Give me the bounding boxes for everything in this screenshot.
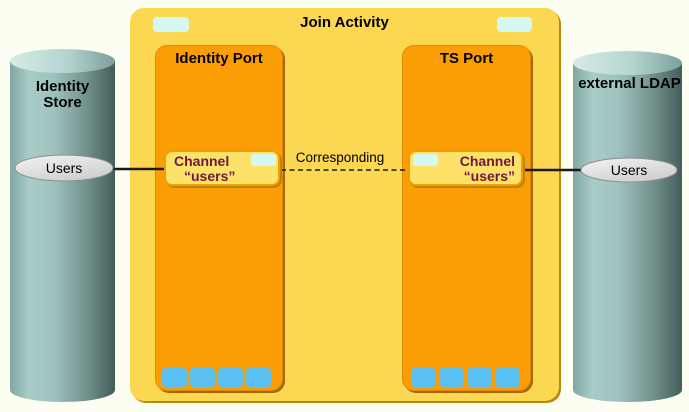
ts-port-title: TS Port xyxy=(439,50,494,67)
corresponding-label: Corresponding xyxy=(295,150,385,165)
port-slot-icon xyxy=(439,368,464,387)
users-label-right: Users xyxy=(610,162,648,178)
port-slot-icon xyxy=(246,368,271,387)
identity-port-channel-box: Channel “users” xyxy=(164,150,280,186)
port-slot-icon xyxy=(218,368,243,387)
channel-name: Channel xyxy=(174,153,230,169)
channel-badge-icon xyxy=(251,154,276,166)
channel-badge-icon xyxy=(413,154,438,166)
identity-store-label: Identity Store xyxy=(35,78,90,111)
ts-port-channel-box: Channel “users” xyxy=(408,150,523,186)
ts-port-box: TS Port xyxy=(402,45,531,391)
identity-port-title: Identity Port xyxy=(175,50,263,67)
external-ldap-label: external LDAP xyxy=(578,75,681,92)
users-label-left: Users xyxy=(45,160,83,176)
port-slot-icon xyxy=(467,368,492,387)
activity-badge-icon xyxy=(153,17,189,32)
activity-badge-icon xyxy=(497,17,532,32)
port-slot-icon xyxy=(190,368,215,387)
channel-name: Channel xyxy=(459,153,515,169)
identity-port-box: Identity Port xyxy=(155,45,283,391)
port-slot-icon xyxy=(495,368,520,387)
port-slot-icon xyxy=(162,368,187,387)
channel-binding: “users” xyxy=(184,168,236,184)
external-ldap-cylinder xyxy=(573,51,682,402)
join-activity-title: Join Activity xyxy=(300,14,389,31)
port-slot-icon xyxy=(411,368,436,387)
channel-binding: “users” xyxy=(463,168,515,184)
